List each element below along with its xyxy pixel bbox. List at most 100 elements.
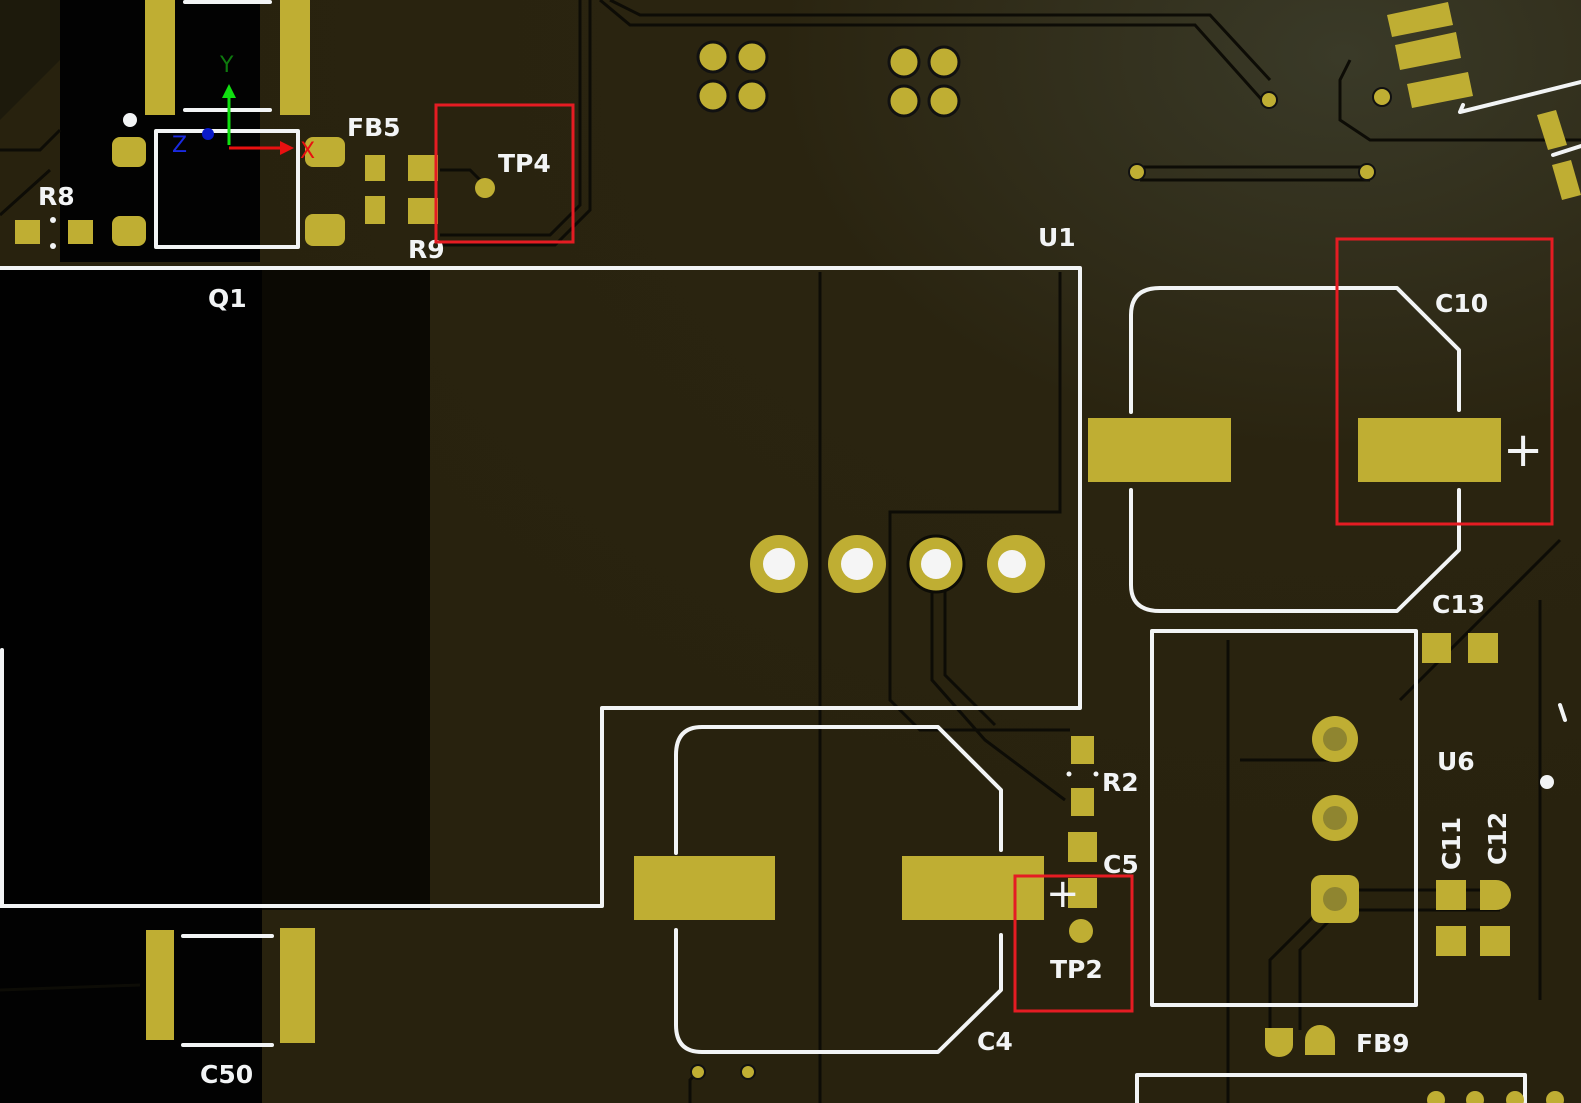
component-TP4[interactable]: TP4 [434, 103, 575, 244]
component-R8[interactable]: R8 [15, 182, 93, 249]
silkscreen-outline [1129, 286, 1461, 414]
pad [1546, 1091, 1564, 1103]
via [696, 79, 730, 113]
pad [1468, 633, 1498, 663]
pad-positive [1358, 418, 1501, 482]
silkscreen-outline [1150, 629, 1418, 1007]
refdes-U6: U6 [1437, 747, 1475, 776]
refdes-C10: C10 [1435, 289, 1488, 318]
component-C12[interactable]: C12 [1480, 812, 1512, 956]
test-point-pad [1069, 919, 1093, 943]
component-C11[interactable]: C11 [1436, 817, 1466, 956]
th-hole [921, 549, 951, 579]
component-C50[interactable]: C50 [146, 928, 315, 1089]
refdes-U1: U1 [1038, 223, 1076, 252]
component-FB5[interactable]: FB5 [347, 113, 438, 181]
pad [305, 137, 345, 167]
shadow-region-top-left [0, 0, 60, 120]
th-hole [1323, 806, 1347, 830]
component-R9[interactable]: R9 [365, 196, 445, 264]
pad [68, 220, 93, 244]
refdes-TP4: TP4 [498, 149, 551, 178]
refdes-R8: R8 [38, 182, 75, 211]
pin1-marker [123, 113, 137, 127]
highlight-box-C10 [1335, 237, 1554, 526]
refdes-C12: C12 [1483, 812, 1512, 865]
refdes-R2: R2 [1102, 768, 1139, 797]
component-C5[interactable]: C5 [1068, 832, 1139, 908]
component-connector-bottom[interactable] [1135, 1073, 1564, 1103]
silkscreen-dot [50, 217, 56, 223]
component-C10[interactable]: + C10 [1088, 237, 1554, 613]
via [927, 84, 961, 118]
refdes-C5: C5 [1103, 850, 1139, 879]
silkscreen-dot [50, 243, 56, 249]
pad [365, 155, 385, 181]
polarity-plus: + [1503, 422, 1543, 478]
pad [280, 928, 315, 1043]
pad [1395, 32, 1461, 70]
via [690, 1064, 706, 1080]
shadow-region-dark [0, 270, 262, 910]
axis-gizmo: Y X Z [172, 53, 315, 164]
pad [1071, 788, 1094, 816]
pad [1068, 878, 1097, 908]
silkscreen-outline [1135, 1073, 1527, 1103]
pad [1466, 1091, 1484, 1103]
pad [365, 196, 385, 224]
pad [1480, 880, 1511, 910]
pad [408, 155, 438, 181]
refdes-C50: C50 [200, 1060, 253, 1089]
th-hole [998, 550, 1026, 578]
pad [1506, 1091, 1524, 1103]
silkscreen-outline [1129, 488, 1461, 613]
pad [145, 0, 175, 115]
component-FB9[interactable]: FB9 [1265, 1025, 1410, 1058]
pad [1387, 2, 1453, 37]
pad [1436, 880, 1466, 910]
test-point-pad [475, 178, 495, 198]
component-C13[interactable]: C13 [1422, 590, 1498, 663]
refdes-C4: C4 [977, 1027, 1013, 1056]
refdes-R9: R9 [408, 235, 445, 264]
component-TP2[interactable]: TP2 [1013, 874, 1134, 1013]
component-R2[interactable]: R2 [1066, 736, 1139, 816]
component-C4[interactable]: + C4 [634, 725, 1080, 1056]
refdes-C11: C11 [1437, 817, 1466, 870]
silkscreen-outline [674, 725, 1003, 855]
pad [1552, 160, 1581, 200]
via [735, 79, 769, 113]
pad-positive [902, 856, 1044, 920]
refdes-TP2: TP2 [1050, 955, 1103, 984]
silkscreen-dot [1093, 771, 1099, 777]
th-hole [1323, 887, 1347, 911]
via [1372, 87, 1392, 107]
polarity-plus: + [1046, 871, 1080, 917]
pad [1407, 72, 1473, 108]
component-U6[interactable]: U6 [1150, 629, 1554, 1007]
refdes-Q1: Q1 [208, 284, 247, 313]
pad [146, 930, 174, 1040]
component-ic-top-right[interactable] [1387, 2, 1581, 200]
through-hole-pins [750, 534, 1045, 594]
via [696, 40, 730, 74]
pad [1305, 1025, 1335, 1055]
component-U1[interactable]: U1 [0, 223, 1082, 908]
z-axis-label: Z [172, 133, 187, 158]
pad [1427, 1091, 1445, 1103]
refdes-C13: C13 [1432, 590, 1485, 619]
pad [1422, 633, 1451, 663]
silkscreen-outline [154, 129, 300, 249]
pad [408, 198, 438, 224]
pad [305, 214, 345, 246]
via [1358, 163, 1376, 181]
via [735, 40, 769, 74]
th-hole [841, 548, 873, 580]
pad-negative [1088, 418, 1231, 482]
silkscreen-line [1458, 80, 1581, 114]
via [740, 1064, 756, 1080]
pad [1436, 926, 1466, 956]
silkscreen-line [1551, 144, 1581, 157]
pad [15, 220, 40, 244]
